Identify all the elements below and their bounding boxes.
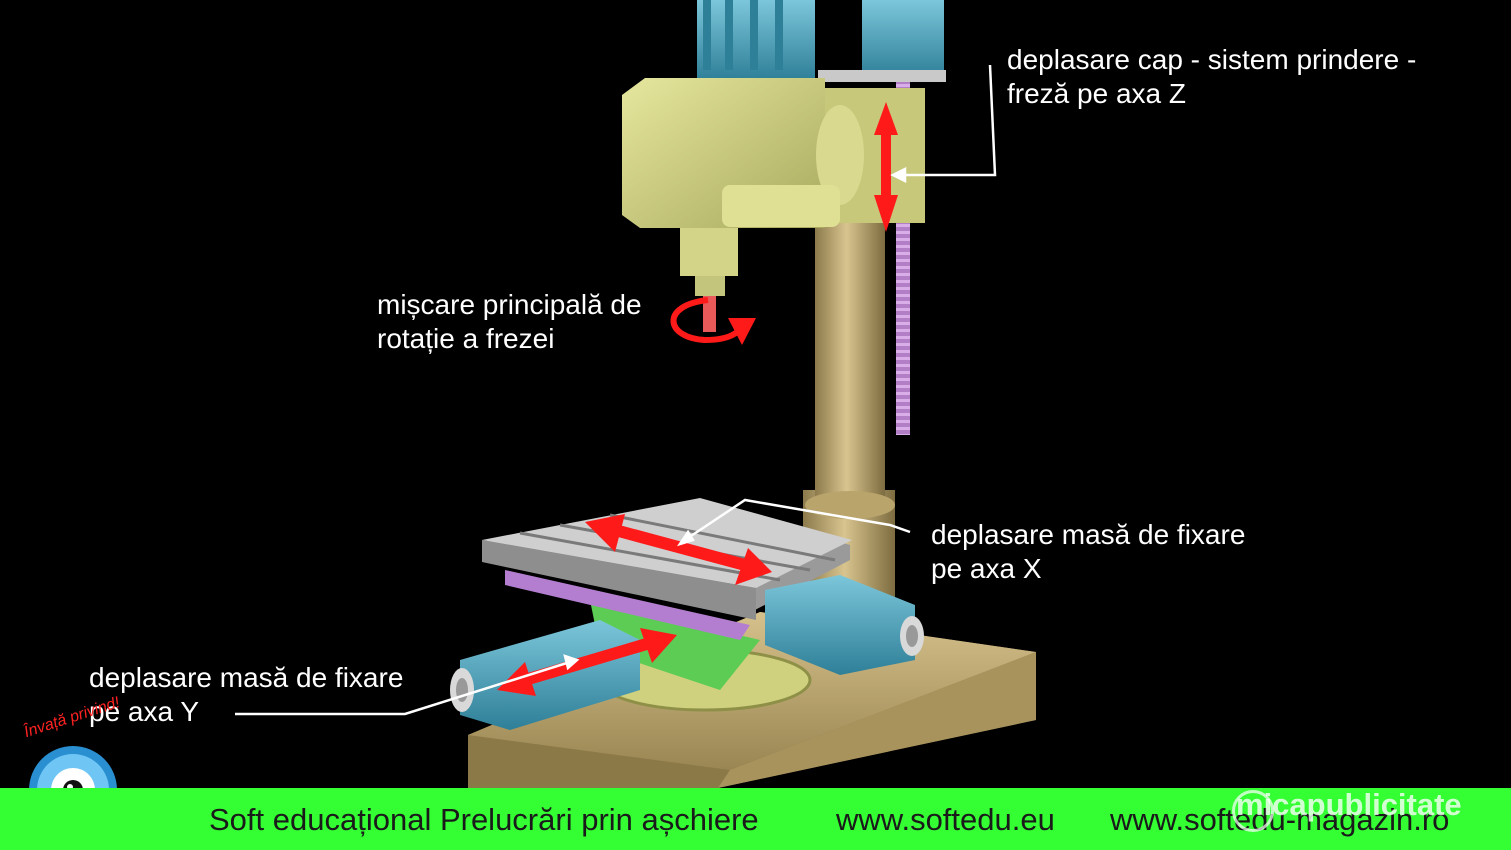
y-axis-label-line1: deplasare masă de fixare — [89, 662, 404, 693]
x-axis-label: deplasare masă de fixare pe axa X — [931, 518, 1245, 586]
z-axis-label: deplasare cap - sistem prindere - freză … — [1007, 43, 1416, 111]
x-axis-label-line1: deplasare masă de fixare — [931, 519, 1246, 550]
watermark-icon — [1232, 790, 1274, 832]
z-leader-line — [900, 64, 997, 177]
milling-cutter — [703, 296, 716, 332]
machine-column — [803, 200, 895, 630]
rotation-label-line1: mișcare principală de — [377, 289, 642, 320]
footer-link-softedu[interactable]: www.softedu.eu — [836, 802, 1055, 837]
z-axis-label-line1: deplasare cap - sistem prindere - — [1007, 44, 1417, 75]
y-leader-line — [235, 660, 571, 716]
rotation-label: mișcare principală de rotație a frezei — [377, 288, 642, 356]
x-axis-motor — [765, 575, 924, 675]
z-axis-arrow — [874, 102, 898, 232]
z-axis-label-line2: freză pe axa Z — [1007, 78, 1186, 109]
x-leader-line — [684, 498, 911, 542]
footer-link-softedu-magazin[interactable]: www.softedu-magazin.ro — [1110, 802, 1450, 837]
footer-title: Soft educațional Prelucrări prin așchier… — [209, 802, 759, 837]
rotation-label-line2: rotație a frezei — [377, 323, 555, 354]
cross-slide — [590, 600, 760, 690]
y-axis-label: deplasare masă de fixare pe axa Y — [89, 661, 403, 729]
spindle-motor — [697, 0, 815, 80]
leader-lines — [235, 64, 997, 716]
watermark-text: micapublicitate — [1236, 787, 1462, 822]
z-axis-motor — [818, 0, 946, 82]
x-axis-label-line2: pe axa X — [931, 553, 1042, 584]
rotation-arrow — [670, 297, 756, 345]
y-axis-label-line2: pe axa Y — [89, 696, 200, 727]
milling-head — [622, 78, 925, 296]
x-axis-arrow — [585, 514, 772, 585]
